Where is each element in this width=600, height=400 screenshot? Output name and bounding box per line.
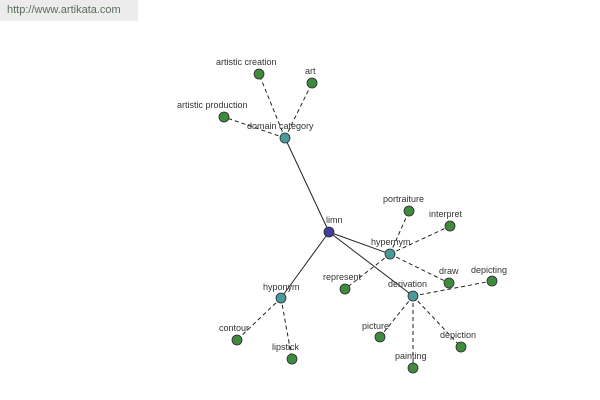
leaf-label-artistic-production[interactable]: artistic production <box>177 100 248 110</box>
leaf-label-picture[interactable]: picture <box>362 321 389 331</box>
relation-label-derivation[interactable]: derivation <box>388 279 427 289</box>
leaf-node-picture[interactable] <box>374 331 386 343</box>
leaf-node-painting[interactable] <box>407 362 419 374</box>
leaf-node-artistic-production[interactable] <box>218 111 230 123</box>
leaf-node-lipstick[interactable] <box>286 353 298 365</box>
relation-node-hypernym[interactable] <box>384 248 396 260</box>
edge-portraiture <box>389 210 410 255</box>
leaf-node-art[interactable] <box>306 77 318 89</box>
leaf-node-depicting[interactable] <box>486 275 498 287</box>
leaf-label-art[interactable]: art <box>305 66 316 76</box>
edge-picture <box>379 295 414 338</box>
leaf-label-depiction[interactable]: depiction <box>440 330 476 340</box>
leaf-label-depicting[interactable]: depicting <box>471 265 507 275</box>
leaf-label-portraiture[interactable]: portraiture <box>383 194 424 204</box>
edge-root-hypernym <box>328 231 391 255</box>
leaf-node-depiction[interactable] <box>455 341 467 353</box>
edge-draw <box>389 253 450 284</box>
edge-represent <box>344 253 391 290</box>
leaf-node-artistic-creation[interactable] <box>253 68 265 80</box>
leaf-label-painting[interactable]: painting <box>395 351 427 361</box>
edge-artistic-creation <box>258 73 286 139</box>
relation-node-derivation[interactable] <box>407 290 419 302</box>
edge-contour <box>236 297 282 341</box>
leaf-node-represent[interactable] <box>339 283 351 295</box>
edge-artistic-production <box>223 116 286 139</box>
leaf-label-artistic-creation[interactable]: artistic creation <box>216 57 277 67</box>
relation-label-hypernym[interactable]: hypernym <box>371 237 411 247</box>
leaf-node-portraiture[interactable] <box>403 205 415 217</box>
leaf-node-interpret[interactable] <box>444 220 456 232</box>
edge-lipstick <box>280 297 293 360</box>
edge-depiction <box>412 295 462 348</box>
edge-art <box>284 82 313 139</box>
leaf-label-interpret[interactable]: interpret <box>429 209 463 219</box>
leaf-label-draw[interactable]: draw <box>439 266 459 276</box>
leaf-node-contour[interactable] <box>231 334 243 346</box>
leaf-label-lipstick[interactable]: lipstick <box>272 342 300 352</box>
leaf-label-represent[interactable]: represent <box>323 272 362 282</box>
relation-label-hyponym[interactable]: hyponym <box>263 282 300 292</box>
leaf-label-contour[interactable]: contour <box>219 323 249 333</box>
relation-node-hyponym[interactable] <box>275 292 287 304</box>
root-node-limn[interactable] <box>323 226 335 238</box>
edge-root-derivation <box>328 231 414 297</box>
leaf-node-draw[interactable] <box>443 277 455 289</box>
edge-root-hyponym <box>280 231 330 299</box>
edge-root-domain-category <box>284 137 330 233</box>
relation-node-domain-category[interactable] <box>279 132 291 144</box>
relation-label-domain-category[interactable]: domain category <box>247 121 314 131</box>
site-url-link[interactable]: http://www.artikata.com <box>0 0 138 21</box>
root-label-limn[interactable]: limn <box>326 215 343 225</box>
